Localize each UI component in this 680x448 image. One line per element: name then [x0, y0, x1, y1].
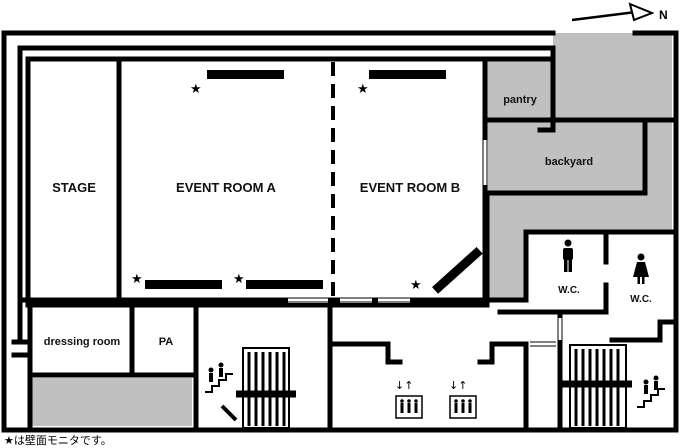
wall-monitor-star: ★ [190, 82, 202, 97]
women-icon [633, 253, 649, 284]
monitor-legend-note: ★は壁面モニタです。 [4, 434, 112, 447]
compass-label: N [659, 8, 668, 22]
wall-monitor-star: ★ [357, 82, 369, 97]
monitor-b-corner [432, 246, 483, 294]
room-label-stage: STAGE [52, 180, 96, 195]
monitor-a-top [207, 70, 284, 79]
service-corridor-bottom [487, 193, 645, 300]
door-lines [288, 140, 563, 347]
room-label-event-room-a: EVENT ROOM A [176, 180, 277, 195]
room-label-backyard: backyard [545, 156, 593, 168]
svg-text:↓↑: ↓↑ [449, 379, 467, 392]
monitor-stars: ★ ★ ★ ★ ★ [131, 82, 422, 293]
room-label-pantry: pantry [503, 94, 538, 106]
wall-monitor-star: ★ [233, 272, 245, 287]
wall-monitor-star: ★ [131, 272, 143, 287]
storage-area [30, 378, 192, 426]
doorways [288, 140, 563, 347]
room-label-event-room-b: EVENT ROOM B [360, 180, 460, 195]
monitor-a-bottom-right [246, 280, 323, 289]
wall-monitors [145, 70, 483, 294]
room-label-wc-men: W.C. [558, 285, 580, 296]
monitor-a-bottom-left [145, 280, 222, 289]
svg-text:↓↑: ↓↑ [395, 379, 413, 392]
wall-monitor-star: ★ [410, 278, 422, 293]
elevator-icon: ↓↑ ↓↑ [395, 379, 477, 419]
escalator-icon-right [637, 375, 665, 408]
stairs-icon-right [562, 344, 632, 429]
room-label-wc-women: W.C. [630, 294, 652, 305]
men-icon [563, 239, 573, 272]
service-corridor-right [645, 118, 672, 232]
room-label-pa: PA [159, 336, 174, 348]
stairs-icon-left [236, 347, 296, 429]
compass-north-arrow: N [571, 2, 668, 22]
room-label-dressing-room: dressing room [44, 336, 121, 348]
monitor-b-top [369, 70, 446, 79]
backyard-area [487, 122, 645, 193]
escalator-icon-left [205, 362, 238, 422]
